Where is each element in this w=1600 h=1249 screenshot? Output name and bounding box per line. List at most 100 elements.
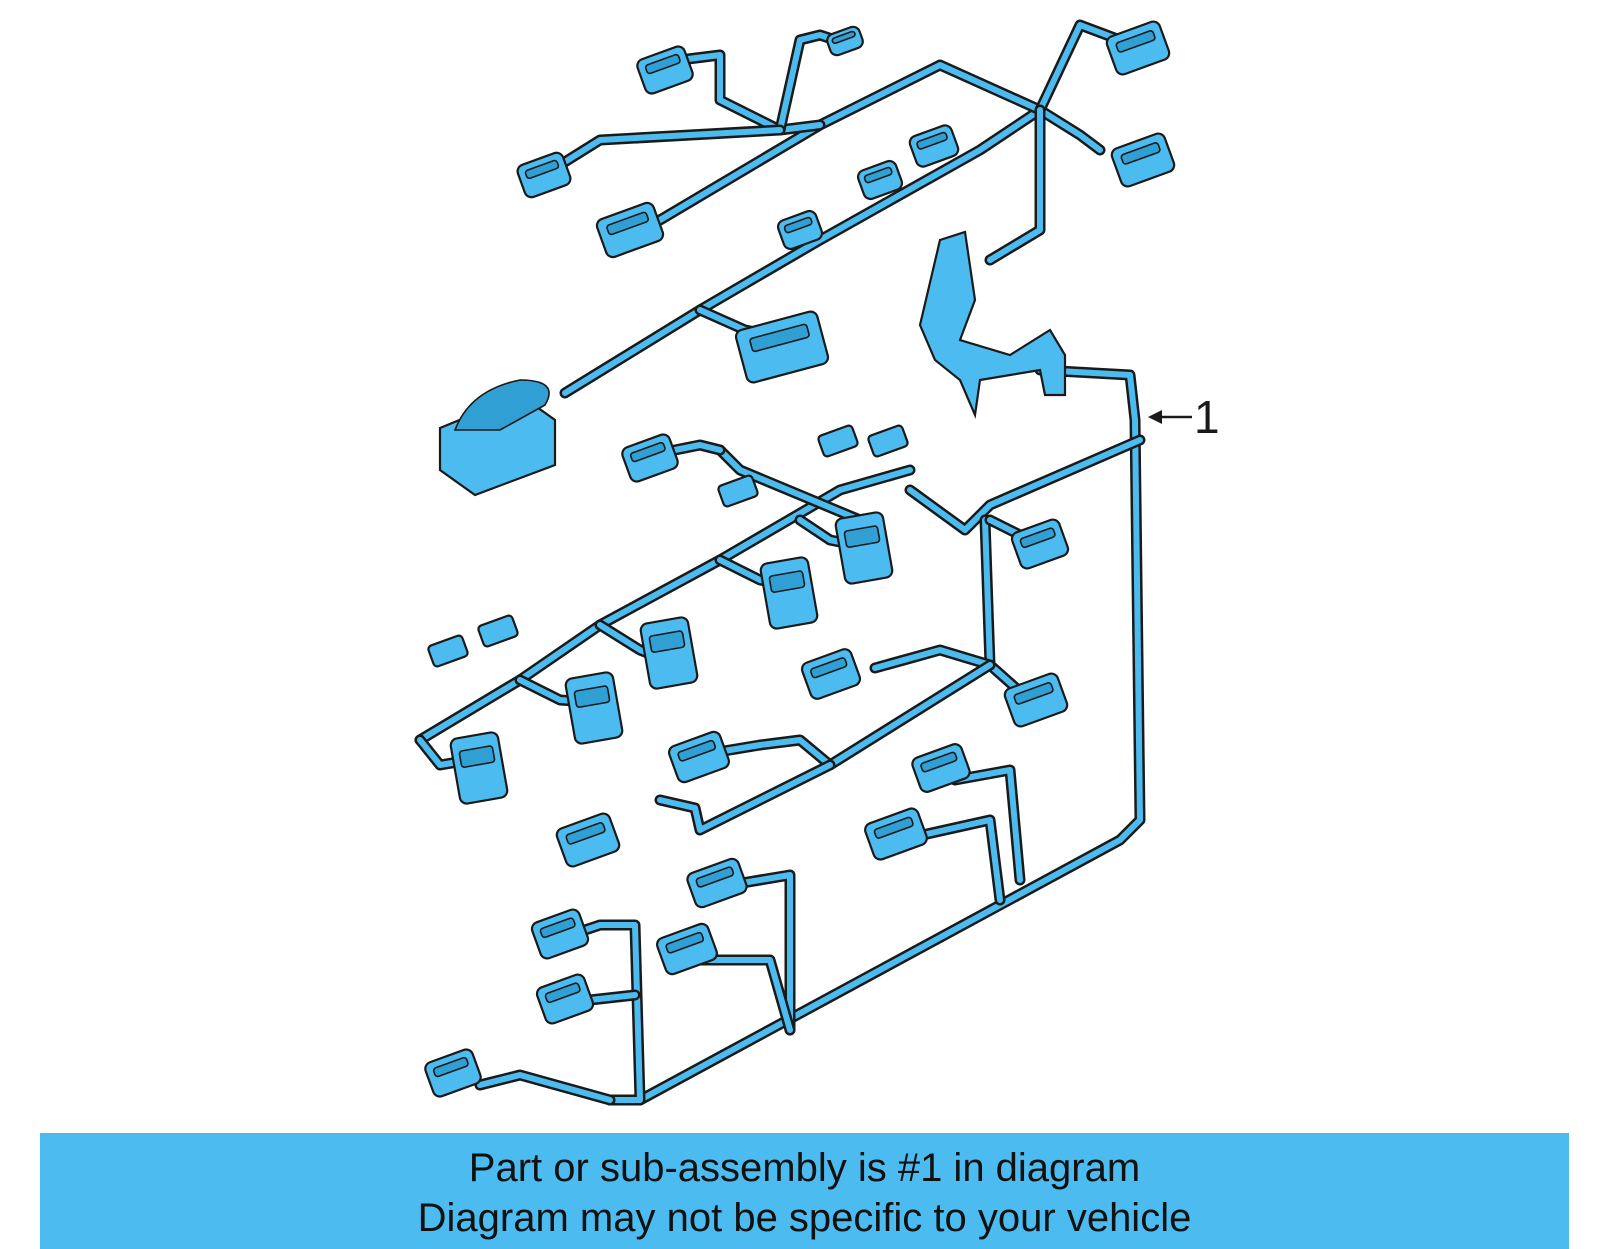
connector-latch <box>458 745 496 768</box>
wiring-harness-diagram: 1 <box>414 19 1220 1106</box>
harness-wire-fill <box>557 127 783 168</box>
harness-connector <box>639 616 699 690</box>
connector-latch <box>843 525 881 548</box>
harness-connector <box>1105 20 1171 76</box>
connector-latch <box>768 570 806 593</box>
harness-connector <box>759 556 819 630</box>
harness-wire-fill <box>1037 22 1123 113</box>
harness-connector <box>424 1048 482 1098</box>
connector-latch <box>783 216 813 234</box>
connector-body <box>1010 518 1070 570</box>
harness-wire-fill <box>677 52 823 133</box>
callout-arrow-head <box>1148 410 1162 424</box>
harness-connector <box>776 209 824 251</box>
harness-wire-fill <box>727 872 793 1033</box>
harness-connector <box>668 730 730 784</box>
harness-connector <box>800 648 862 700</box>
harness-connector <box>1003 672 1069 728</box>
harness-connector <box>516 151 572 199</box>
harness-connector <box>636 45 694 95</box>
connector-latch <box>644 53 681 75</box>
harness-wire-fill <box>657 62 1103 223</box>
harness-connector <box>826 25 864 57</box>
module-connector-large <box>438 379 557 497</box>
connector-latch <box>810 657 848 679</box>
harness-clip <box>867 424 909 458</box>
connector-body <box>734 310 830 384</box>
harness-connector <box>734 310 830 384</box>
connector-latch <box>606 211 650 236</box>
connector-latch <box>677 739 717 762</box>
harness-connector <box>686 857 748 909</box>
harness-clip <box>717 474 759 508</box>
connector-latch <box>831 30 856 45</box>
connector-latch <box>1013 682 1054 705</box>
connector-latch <box>1019 527 1056 549</box>
harness-wire-fill <box>477 1072 613 1103</box>
module-cap <box>453 379 550 431</box>
connector-body <box>656 922 718 976</box>
callout-number: 1 <box>1194 391 1220 443</box>
connector-body <box>826 25 864 57</box>
harness-wire-fill <box>717 447 863 523</box>
connector-latch <box>648 630 686 653</box>
connector-latch <box>432 1056 469 1078</box>
harness-wire-fill <box>897 817 1003 903</box>
connector-body <box>834 511 894 585</box>
harness-wire-fill <box>562 107 1043 396</box>
connector-latch <box>565 822 606 845</box>
connector-body <box>911 743 971 793</box>
harness-connector <box>564 671 624 745</box>
connector-latch <box>920 751 958 773</box>
caption-banner: Part or sub-assembly is #1 in diagram Di… <box>40 1133 1569 1249</box>
harness-connector <box>530 908 590 960</box>
connector-latch <box>665 931 705 954</box>
connector-body <box>639 616 699 690</box>
connector-latch <box>544 982 581 1004</box>
connector-body <box>564 671 624 745</box>
harness-connector <box>595 201 665 259</box>
connector-latch <box>695 866 735 888</box>
caption-line-2: Diagram may not be specific to your vehi… <box>417 1196 1192 1240</box>
connector-body <box>668 730 730 784</box>
connector-body <box>516 151 572 199</box>
harness-connector <box>1110 132 1176 188</box>
harness-connector <box>656 922 718 976</box>
engine-wiring-harness <box>414 19 1176 1106</box>
harness-connector <box>908 124 960 168</box>
connector-latch <box>1120 142 1161 165</box>
harness-connector <box>621 433 679 483</box>
harness-wire <box>694 954 796 1036</box>
connector-body <box>424 1048 482 1098</box>
connector-latch <box>749 323 810 353</box>
caption-line-1: Part or sub-assembly is #1 in diagram <box>468 1146 1141 1190</box>
connector-body <box>686 857 748 909</box>
connector-latch <box>1115 30 1156 53</box>
connector-body <box>595 201 665 259</box>
connector-body <box>636 45 694 95</box>
harness-connector <box>834 511 894 585</box>
harness-clip <box>817 424 859 458</box>
harness-connector <box>911 743 971 793</box>
connector-body <box>449 731 509 805</box>
harness-clip <box>427 634 469 668</box>
harness-wire-fill <box>697 957 793 1033</box>
harness-connector <box>856 159 904 201</box>
harness-connector <box>535 973 595 1025</box>
harness-wire-fill <box>587 992 638 1003</box>
connector-latch <box>863 166 893 184</box>
connector-latch <box>524 159 560 180</box>
connector-body <box>535 973 595 1025</box>
connector-latch <box>916 131 948 150</box>
harness-connector <box>1010 518 1070 570</box>
callout-1: 1 <box>1148 391 1220 443</box>
harness-wire-fill <box>987 107 1043 263</box>
harness-wire-fill <box>417 467 913 743</box>
connector-body <box>555 812 621 868</box>
harness-wire-fill <box>952 767 1023 883</box>
connector-latch <box>873 816 914 839</box>
connector-body <box>759 556 819 630</box>
harness-clip <box>477 614 519 648</box>
harness-bracket <box>918 230 1067 420</box>
harness-wire-fill <box>567 922 643 1103</box>
